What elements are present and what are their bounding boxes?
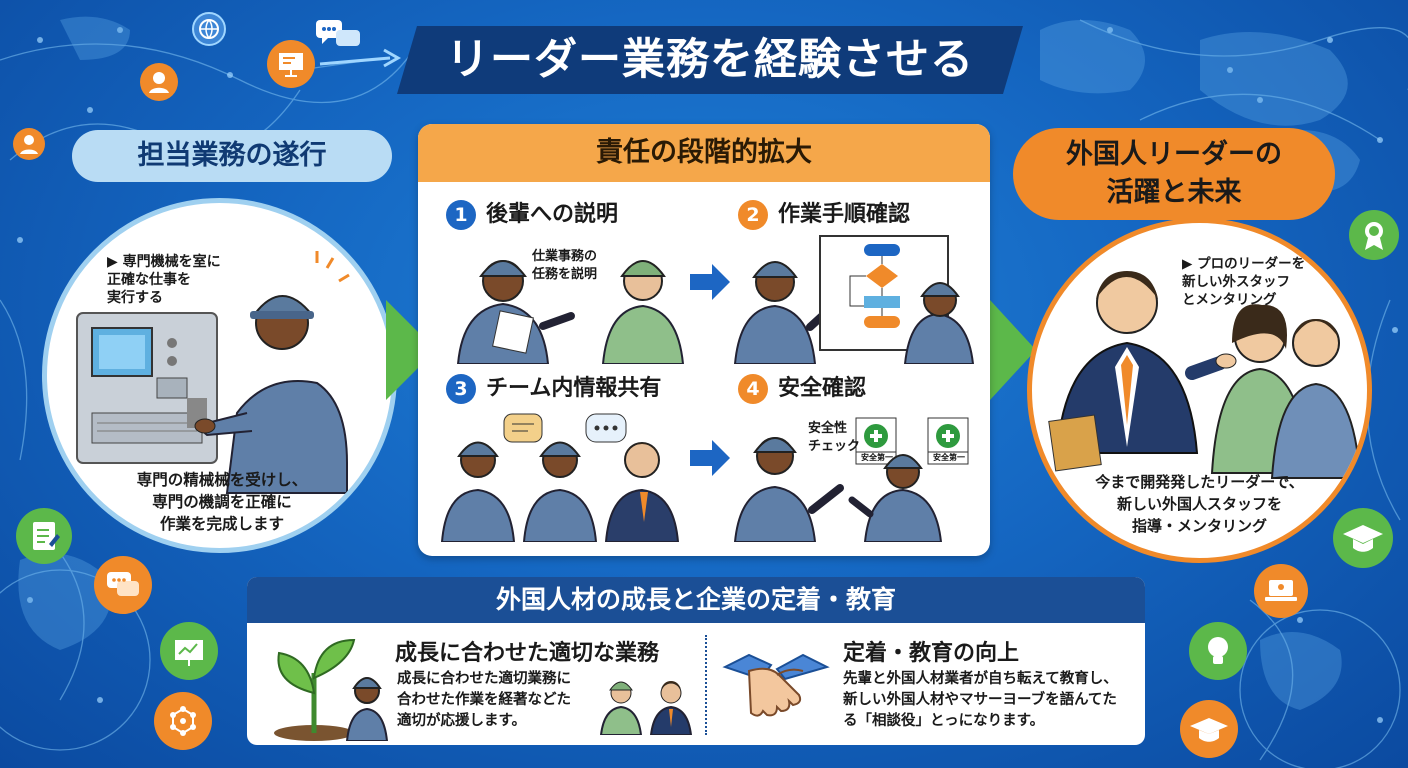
right-caption: 今まで開発発したリーダーで、 新しい外国人スタッフを 指導・メンタリング xyxy=(1095,473,1304,535)
award-icon xyxy=(1349,210,1399,260)
bottom-heading: 外国人材の成長と企業の定着・教育 xyxy=(247,577,1145,623)
clipboard-icon xyxy=(16,508,72,564)
step-1-number: 1 xyxy=(446,200,476,230)
bottom-right-desc: 先輩と外国人材業者が自ち転えて教育し、 新しい外国人材やマサーヨーブを語んてた … xyxy=(843,671,1118,729)
bottom-left-title: 成長に合わせた適切な業務 xyxy=(395,641,660,666)
step-3-label: チーム内情報共有 xyxy=(486,376,662,401)
laptop-icon xyxy=(1254,564,1308,618)
handshake-icon xyxy=(722,653,830,717)
step-4-illustration xyxy=(733,417,969,542)
mentoring-illustration xyxy=(1048,242,1362,479)
lightbulb-icon xyxy=(1189,622,1247,680)
speech-icon xyxy=(94,556,152,614)
center-heading: 責任の段階的拡大 xyxy=(418,124,990,182)
title-ribbon xyxy=(397,26,1023,94)
flowchart-icon xyxy=(849,244,900,328)
presentation-icon xyxy=(267,40,315,88)
left-bullet-text: ▶ 専門機械を室に 正確な仕事を 実行する xyxy=(107,254,221,306)
step-4-number: 4 xyxy=(738,374,768,404)
step-3-number: 3 xyxy=(446,374,476,404)
user-icon-2 xyxy=(13,128,45,160)
graduation-cap-icon-2 xyxy=(1180,700,1238,758)
chat-icon xyxy=(314,18,362,54)
user-icon xyxy=(140,63,178,101)
left-circle: ▶ 専門機械を室に 正確な仕事を 実行する 専門の精械械を受けし、 専門の機調を… xyxy=(42,198,397,553)
step-2-illustration xyxy=(733,235,975,364)
machine-worker-illustration xyxy=(76,251,350,494)
left-caption: 専門の精械械を受けし、 専門の機調を正確に 作業を完成します xyxy=(136,471,308,533)
page-title: リーダー業務を経験させる xyxy=(446,35,974,85)
workers-pair-illustration xyxy=(599,681,693,735)
globe-icon xyxy=(192,12,226,46)
bottom-left-desc: 成長に合わせた適切業務に 合わせた作業を経著などた 適切が応援します。 xyxy=(397,671,571,729)
network-icon xyxy=(154,692,212,750)
center-panel: 責任の段階的拡大 1 後輩への説明 仕業事務の 任務を説明 2 作業手順確認 xyxy=(418,124,990,556)
step-1-label: 後輩への説明 xyxy=(486,202,619,227)
left-heading: 担当業務の遂行 xyxy=(72,130,392,182)
step-4-check-text: 安全性 チェック xyxy=(808,421,861,454)
right-bullet-text: ▶ プロのリーダーを 新しい外スタッフ とメンタリング xyxy=(1182,256,1306,308)
plant-icon xyxy=(274,638,389,741)
graduation-cap-icon xyxy=(1333,508,1393,568)
safety-sign-label-2: 安全第一 xyxy=(933,453,965,462)
first-aid-icon xyxy=(855,417,969,465)
step-2-label: 作業手順確認 xyxy=(778,202,911,227)
flow-arrow-left xyxy=(386,300,436,400)
presentation-board-icon xyxy=(160,622,218,680)
step-3-illustration xyxy=(440,413,680,542)
flow-arrow-right xyxy=(990,300,1036,400)
step-2-number: 2 xyxy=(738,200,768,230)
speech-bubble-icon xyxy=(503,413,627,443)
step-4-label: 安全確認 xyxy=(778,376,867,401)
bottom-panel: 外国人材の成長と企業の定着・教育 成長に合わせた適切な業務 成長に合わせた適切業… xyxy=(247,577,1145,745)
right-circle: ▶ プロのリーダーを 新しい外スタッフ とメンタリング 今まで開発発したリーダー… xyxy=(1027,218,1372,563)
step-1-bubble: 仕業事務の 任務を説明 xyxy=(532,249,598,282)
step-arrow-2 xyxy=(690,440,730,476)
bottom-divider xyxy=(705,635,707,735)
safety-sign-label-1: 安全第一 xyxy=(861,453,893,462)
right-heading: 外国人リーダーの 活躍と未来 xyxy=(1013,128,1335,220)
step-1-illustration xyxy=(456,260,685,364)
step-arrow-1 xyxy=(690,264,730,300)
bottom-right-title: 定着・教育の向上 xyxy=(843,641,1020,666)
